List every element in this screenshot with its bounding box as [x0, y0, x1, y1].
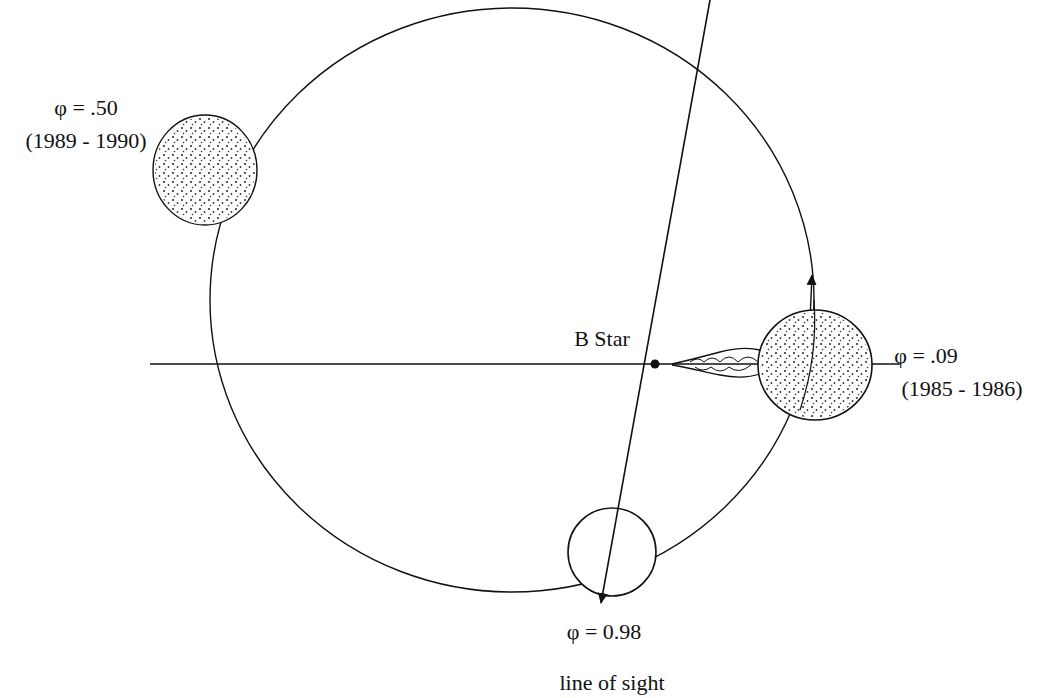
year-range-label: (1985 - 1986) [902, 377, 1023, 401]
orbit-overlay [800, 300, 815, 410]
companion-star [153, 115, 257, 225]
phase-label: φ = 0.98 [567, 620, 642, 644]
mass-stream [672, 348, 760, 377]
year-range-label: (1989 - 1990) [26, 129, 147, 153]
mass-stream-swirl [690, 357, 758, 371]
phase-label: φ = .50 [54, 96, 118, 120]
star-label: B Star [574, 327, 630, 351]
orbit-ellipse [210, 8, 814, 592]
b-star-dot [651, 360, 660, 369]
companion-stipple [155, 117, 255, 223]
companion-star-eclipse [568, 508, 656, 596]
axis-caption: line of sight [559, 671, 664, 695]
line-of-sight-arrow [601, 0, 710, 603]
phase-label: φ = .09 [894, 344, 958, 368]
